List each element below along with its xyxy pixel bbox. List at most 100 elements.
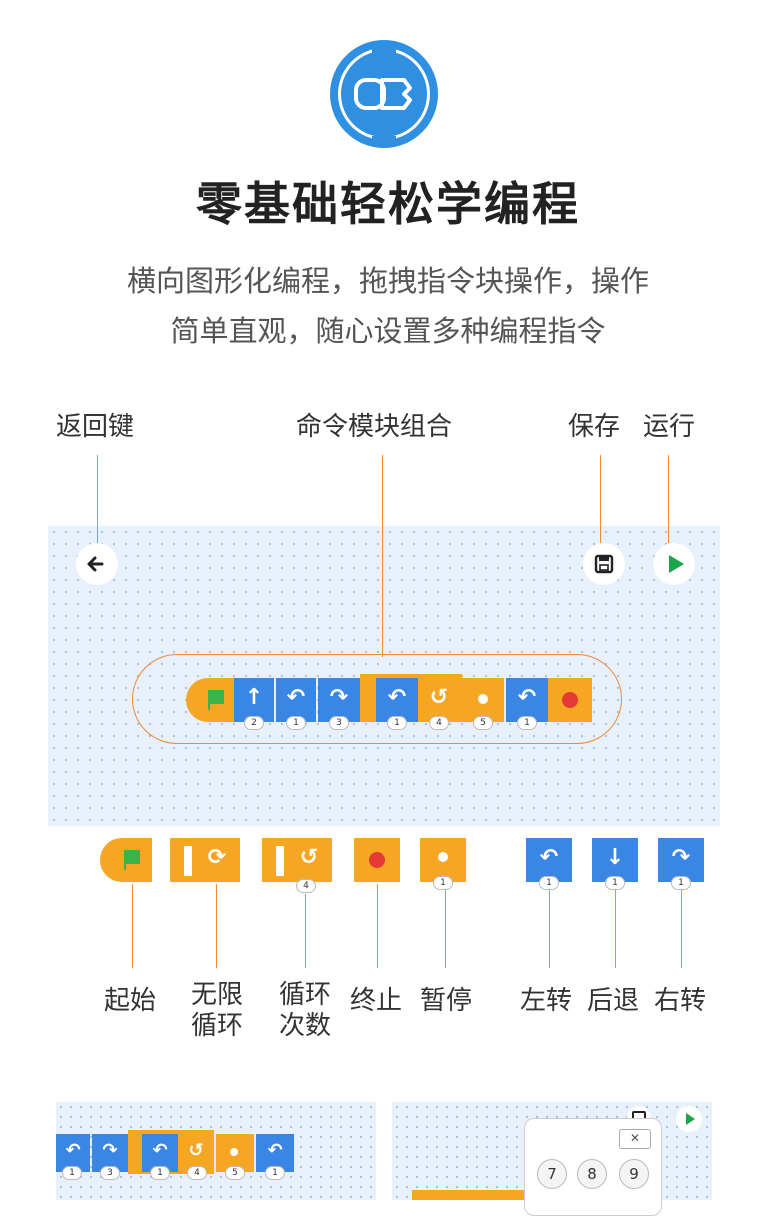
callout-line-run	[668, 455, 669, 543]
mini-loop-block: ↺	[178, 1134, 214, 1172]
seq-turn-left-block-2[interactable]: ↶	[376, 678, 418, 722]
palette-stop-block[interactable]	[354, 838, 400, 882]
seq-turn-left-block-3[interactable]: ↶	[506, 678, 548, 722]
mini-turn-left-block-3: ↶	[256, 1134, 294, 1172]
turn-left-icon: ↶	[517, 685, 537, 710]
keypad-key-8[interactable]: 8	[577, 1159, 607, 1189]
keypad-backspace-button[interactable]: ✕	[619, 1129, 651, 1149]
label-infinite-loop-line-2: 循环	[190, 1011, 243, 1041]
flag-cloth	[126, 850, 140, 864]
mini-turn-left-block-2: ↶	[142, 1134, 178, 1172]
palette-infinite-loop-block[interactable]: ⟳	[170, 838, 240, 882]
mini-value: 1	[150, 1166, 170, 1180]
play-icon	[669, 555, 684, 573]
callout-line-stop	[377, 884, 378, 968]
label-save: 保存	[568, 412, 621, 442]
turn-left-icon: ↶	[387, 685, 407, 710]
mini-value: 1	[62, 1166, 82, 1180]
callout-line-turn-left	[549, 890, 550, 968]
description-line-2: 简单直观，随心设置多种编程指令	[170, 314, 606, 348]
label-turn-left: 左转	[520, 986, 573, 1016]
palette-loop-count-block[interactable]: ↺	[262, 838, 332, 882]
back-arrow-icon	[87, 556, 104, 572]
seq-pause-block[interactable]	[462, 678, 504, 722]
mini-pause-block	[216, 1134, 254, 1172]
timer-icon	[436, 850, 450, 864]
keypad-key-9[interactable]: 9	[619, 1159, 649, 1189]
palette-turn-right-block[interactable]: ↷	[658, 838, 704, 882]
turn-left-icon: ↶	[65, 1140, 81, 1161]
label-infinite-loop-line-1: 无限	[190, 980, 243, 1010]
callout-line-infinite-loop	[216, 884, 217, 968]
seq-value[interactable]: 1	[517, 716, 537, 730]
label-loop-count-line-2: 次数	[278, 1011, 331, 1041]
callout-line-turn-right	[681, 890, 682, 968]
palette-loop-count-value[interactable]: 4	[296, 879, 316, 893]
run-button[interactable]	[653, 543, 695, 585]
turn-left-icon: ↶	[152, 1140, 168, 1161]
seq-value[interactable]: 4	[429, 716, 449, 730]
label-backward: 后退	[587, 986, 640, 1016]
loop-icon: ⟳	[207, 845, 227, 870]
loop-icon: ↺	[429, 685, 449, 710]
seq-stop-block[interactable]	[548, 678, 592, 722]
palette-pause-value[interactable]: 1	[433, 876, 453, 890]
mini-run-button	[676, 1106, 702, 1132]
timer-icon	[228, 1146, 240, 1158]
mini-value: 5	[225, 1166, 245, 1180]
seq-value[interactable]: 2	[244, 716, 264, 730]
loop-icon: ↺	[299, 845, 319, 870]
back-button[interactable]	[76, 543, 118, 585]
mini-turn-right-block: ↷	[92, 1134, 128, 1172]
command-sequence-outline	[132, 654, 622, 744]
seq-value[interactable]: 5	[473, 716, 493, 730]
seq-value[interactable]: 1	[286, 716, 306, 730]
flag-cloth	[210, 690, 224, 704]
loop-icon: ↺	[188, 1140, 204, 1161]
palette-turn-left-value[interactable]: 1	[539, 876, 559, 890]
palette-start-block[interactable]	[100, 838, 152, 882]
page-title: 零基础轻松学编程	[196, 177, 580, 231]
label-loop-count-line-1: 循环	[278, 980, 331, 1010]
stop-icon	[369, 852, 385, 868]
turn-right-icon: ↷	[102, 1140, 118, 1161]
palette-backward-block[interactable]: ↓	[592, 838, 638, 882]
loop-slot	[276, 846, 284, 876]
label-loop-count: 循环 次数	[274, 980, 336, 1042]
mini-value: 3	[100, 1166, 120, 1180]
seq-loop-block[interactable]: ↺	[418, 678, 460, 722]
palette-turn-right-value[interactable]: 1	[671, 876, 691, 890]
label-run: 运行	[643, 412, 696, 442]
mini-turn-left-block: ↶	[56, 1134, 90, 1172]
logo-ring-gap-bottom	[372, 136, 396, 146]
palette-turn-left-block[interactable]: ↶	[526, 838, 572, 882]
label-back: 返回键	[56, 412, 135, 442]
seq-value[interactable]: 1	[387, 716, 407, 730]
flag-icon	[208, 690, 210, 710]
seq-turn-right-block[interactable]: ↷	[318, 678, 360, 722]
mini-value: 4	[187, 1166, 207, 1180]
label-infinite-loop: 无限 循环	[186, 980, 248, 1042]
callout-line-start	[132, 884, 133, 968]
callout-line-pause	[445, 890, 446, 968]
timer-icon	[476, 692, 490, 706]
palette-backward-value[interactable]: 1	[605, 876, 625, 890]
seq-start-block[interactable]	[186, 678, 236, 722]
seq-turn-left-block[interactable]: ↶	[276, 678, 316, 722]
label-pause: 暂停	[420, 986, 473, 1016]
keypad-key-7[interactable]: 7	[537, 1159, 567, 1189]
callout-line-back	[97, 455, 98, 543]
turn-right-icon: ↷	[671, 845, 691, 870]
callout-line-loop-count	[305, 894, 306, 968]
palette-pause-block[interactable]	[420, 838, 466, 882]
seq-value[interactable]: 3	[329, 716, 349, 730]
seq-forward-block[interactable]: ↑	[234, 678, 274, 722]
number-keypad[interactable]: ✕ 7 8 9	[524, 1118, 662, 1216]
label-turn-right: 右转	[654, 986, 707, 1016]
logo-icon	[354, 78, 412, 110]
description-line-1: 横向图形化编程，拖拽指令块操作，操作	[126, 264, 649, 298]
save-button[interactable]	[583, 543, 625, 585]
play-icon	[686, 1113, 695, 1125]
logo-ring-gap-top	[372, 44, 396, 54]
flag-icon	[124, 850, 126, 870]
